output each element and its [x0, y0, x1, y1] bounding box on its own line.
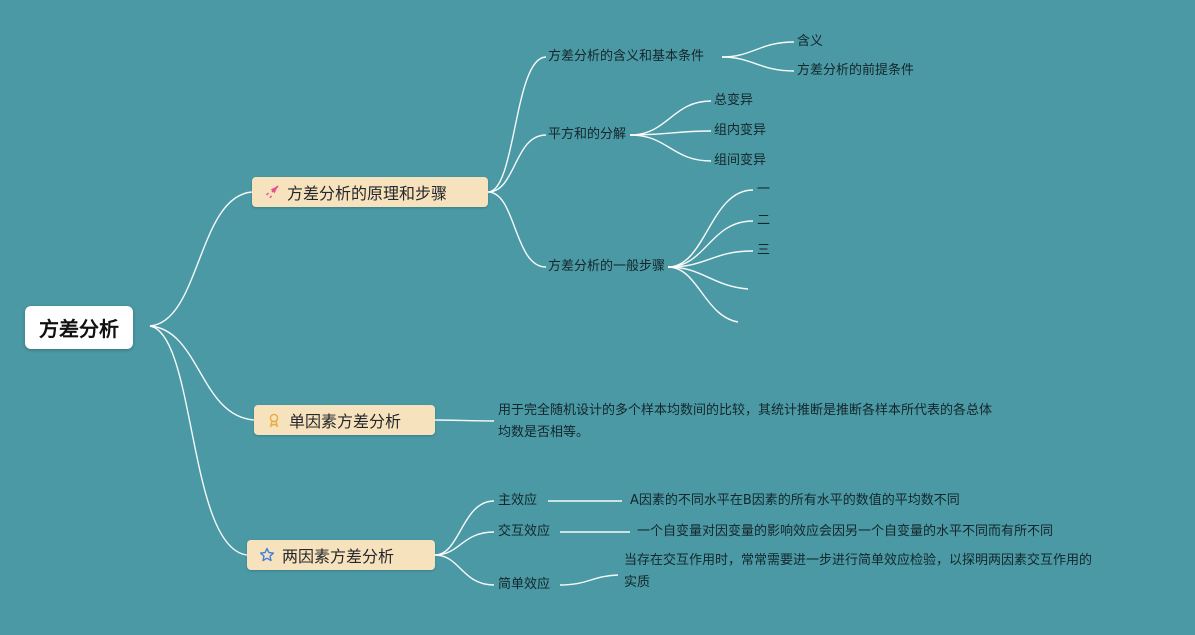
node-main-effect[interactable]: 主效应 — [498, 493, 538, 508]
connector — [629, 100, 712, 136]
branch-label: 两因素方差分析 — [282, 547, 395, 566]
connector — [149, 191, 253, 327]
root-node[interactable]: 方差分析 — [25, 306, 133, 349]
connector — [629, 130, 712, 136]
connector — [667, 220, 754, 268]
medal-icon — [266, 412, 282, 428]
connector — [434, 500, 495, 556]
connector — [487, 191, 547, 268]
node-between-group-variation[interactable]: 组间变异 — [714, 153, 767, 168]
connector — [629, 134, 712, 162]
node-total-variation[interactable]: 总变异 — [714, 93, 754, 108]
node-step-two[interactable]: 二 — [757, 213, 771, 228]
connector — [721, 41, 795, 58]
connector — [434, 554, 495, 586]
node-sum-of-squares-decomposition[interactable]: 平方和的分解 — [548, 127, 627, 142]
branch-label: 方差分析的原理和步骤 — [287, 184, 448, 203]
connector — [667, 189, 754, 268]
node-general-steps[interactable]: 方差分析的一般步骤 — [548, 259, 666, 274]
node-main-effect-description[interactable]: A因素的不同水平在B因素的所有水平的数值的平均数不同 — [630, 493, 960, 508]
dart-icon — [264, 184, 280, 200]
branch-node-two-way-anova[interactable]: 两因素方差分析 — [247, 540, 435, 570]
connector — [434, 531, 495, 556]
branch-node-one-way-anova[interactable]: 单因素方差分析 — [254, 405, 435, 435]
connector — [559, 574, 619, 586]
connector — [721, 56, 795, 72]
branch-label: 单因素方差分析 — [289, 412, 402, 431]
connector — [487, 134, 547, 193]
node-within-group-variation[interactable]: 组内变异 — [714, 123, 767, 138]
connector — [434, 419, 495, 422]
connector — [149, 325, 248, 556]
node-precondition[interactable]: 方差分析的前提条件 — [797, 63, 915, 78]
branch-node-principle-steps[interactable]: 方差分析的原理和步骤 — [252, 177, 488, 207]
node-step-three[interactable]: 三 — [757, 243, 771, 258]
node-step-one[interactable]: 一 — [757, 182, 771, 197]
connector — [487, 56, 547, 193]
connector — [149, 325, 255, 421]
star-icon — [259, 547, 275, 563]
root-label: 方差分析 — [39, 317, 119, 341]
node-simple-effect-description[interactable]: 当存在交互作用时，常常需要进一步进行简单效应检验，以探明两因素交互作用的实质 — [624, 553, 1093, 590]
node-meaning[interactable]: 含义 — [797, 34, 824, 49]
node-simple-effect[interactable]: 简单效应 — [498, 577, 551, 592]
node-interaction-effect[interactable]: 交互效应 — [498, 524, 551, 539]
node-meaning-basic-conditions[interactable]: 方差分析的含义和基本条件 — [548, 49, 705, 64]
connector-empty — [667, 266, 749, 290]
node-interaction-effect-description[interactable]: 一个自变量对因变量的影响效应会因另一个自变量的水平不同而有所不同 — [637, 524, 1054, 539]
node-one-way-anova-description[interactable]: 用于完全随机设计的多个样本均数间的比较，其统计推断是推断各样本所代表的各总体均数… — [498, 403, 993, 440]
connector-empty — [667, 266, 739, 323]
connector — [667, 250, 754, 268]
